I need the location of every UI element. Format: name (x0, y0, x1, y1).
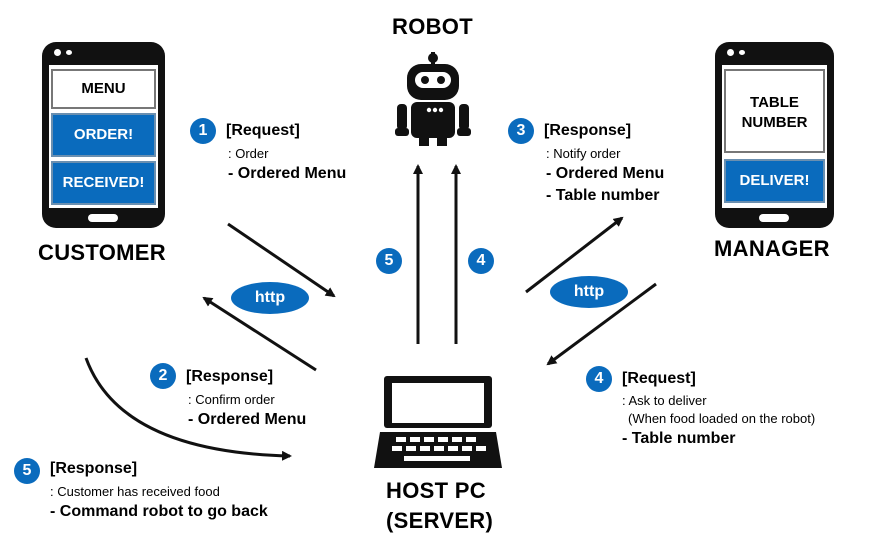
phone-camera-dot (727, 49, 734, 56)
phone-home-bar (759, 214, 789, 222)
arrow-curve-customer-to-host (84, 357, 292, 461)
step-3-item-1: - Ordered Menu (546, 165, 665, 182)
received-button[interactable]: RECEIVED! (51, 161, 156, 205)
phone-camera-dot (54, 49, 61, 56)
step-1-sub: : Order (228, 146, 269, 161)
arrow-customer-to-host (227, 222, 336, 298)
step-4-sub: : Ask to deliver (622, 393, 707, 408)
phone-home-bar (88, 214, 118, 222)
http-badge-left: http (231, 282, 309, 314)
customer-label: CUSTOMER (38, 240, 166, 265)
arrow-manager-to-host (546, 282, 657, 366)
step-1-item: - Ordered Menu (228, 165, 347, 182)
step-badge-5-arrow: 5 (376, 248, 402, 274)
robot-icon (393, 52, 473, 148)
step-4-sub2: (When food loaded on the robot) (628, 411, 816, 426)
step-3-badge: 3 (508, 118, 534, 144)
step-5-badge: 5 (14, 458, 40, 484)
customer-phone: MENU ORDER! RECEIVED! (42, 42, 165, 228)
phone-speaker (66, 50, 72, 55)
step-3-title: [Response] (544, 122, 632, 139)
host-pc-label: HOST PC (386, 478, 486, 503)
table-number-text: TABLE NUMBER (741, 94, 808, 131)
step-1-title: [Request] (226, 122, 300, 139)
robot-label: ROBOT (392, 14, 473, 39)
step-4-item: - Table number (622, 430, 736, 447)
step-badge-4-arrow: 4 (468, 248, 494, 274)
order-button[interactable]: ORDER! (51, 113, 156, 157)
step-5-title: [Response] (50, 460, 138, 477)
step-2-item: - Ordered Menu (188, 411, 307, 428)
laptop-icon (374, 376, 502, 472)
step-2-badge: 2 (150, 363, 176, 389)
step-4-badge: 4 (586, 366, 612, 392)
step-3-item-2: - Table number (546, 187, 660, 204)
http-badge-right: http (550, 276, 628, 308)
step-4-title: [Request] (622, 370, 696, 387)
step-2-title: [Response] (186, 368, 274, 385)
manager-label: MANAGER (714, 236, 830, 261)
phone-speaker (739, 50, 745, 55)
step-5-sub: : Customer has received food (50, 484, 220, 499)
table-number-display: TABLE NUMBER (724, 69, 825, 153)
step-1-badge: 1 (190, 118, 216, 144)
step-5-item: - Command robot to go back (50, 503, 268, 520)
server-label: (SERVER) (386, 508, 494, 533)
step-2-sub: : Confirm order (188, 392, 275, 407)
step-3-sub: : Notify order (546, 146, 621, 161)
deliver-button[interactable]: DELIVER! (724, 159, 825, 203)
arrow-host-to-manager (525, 216, 624, 294)
menu-button[interactable]: MENU (51, 69, 156, 109)
manager-phone: TABLE NUMBER DELIVER! (715, 42, 834, 228)
arrow-host-to-customer (202, 296, 317, 372)
